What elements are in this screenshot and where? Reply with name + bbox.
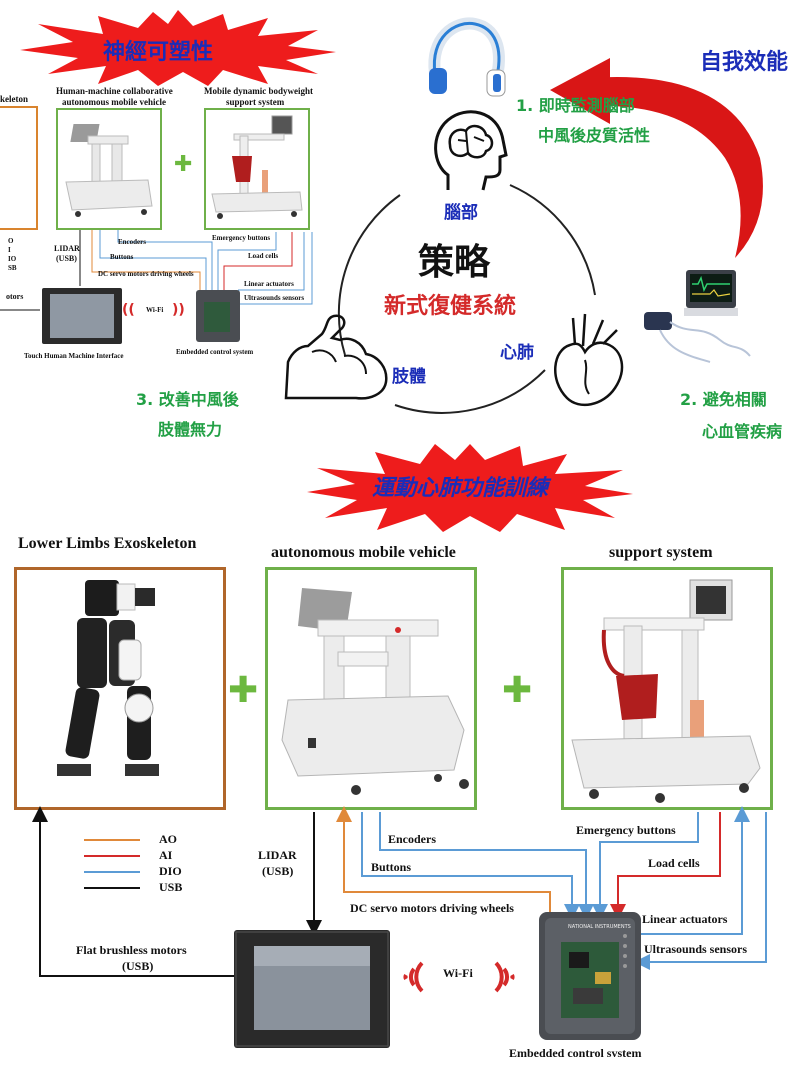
mini-exo-title: keleton	[0, 94, 28, 104]
point1-line1: 1. 即時監測腦部	[516, 96, 635, 115]
mini-exo-box	[0, 106, 38, 230]
exoskeleton-box	[14, 567, 226, 810]
mini-linear-label: Linear actuators	[244, 280, 294, 288]
buttons-label: Buttons	[371, 860, 412, 874]
starburst-neuroplasticity-label: 神經可塑性	[103, 40, 214, 65]
legend-lines	[84, 839, 140, 889]
mini-touch-hmi-label: Touch Human Machine Interface	[24, 352, 124, 360]
mini-legend-io: IO	[8, 255, 17, 263]
mini-embedded-device	[196, 290, 240, 342]
mini-dc-servo-label: DC servo motors driving wheels	[98, 270, 194, 278]
mini-support-title1: Mobile dynamic bodyweight	[204, 86, 314, 96]
brain-head-icon	[434, 110, 508, 191]
mini-vehicle-title2: autonomous mobile vehicle	[62, 97, 167, 107]
point3-line2: 肢體無力	[158, 420, 223, 439]
point2-line1: 2. 避免相關	[680, 390, 767, 409]
plus-icon-1: ✚	[228, 670, 259, 711]
legend-ao: AO	[159, 832, 177, 846]
touch-screen-device	[234, 930, 390, 1048]
wifi-right-icon	[494, 961, 515, 993]
mini-ultrasound-label: Ultrasounds sensors	[244, 294, 305, 302]
wifi-left-icon	[403, 961, 424, 993]
legend-usb: USB	[159, 880, 183, 894]
encoders-label: Encoders	[388, 832, 436, 846]
load-cells-label: Load cells	[648, 856, 700, 870]
mini-vehicle-box	[56, 108, 162, 230]
point2-line2: 心血管疾病	[702, 422, 783, 441]
plus-icon-2: ✚	[502, 670, 533, 711]
support-title: support system	[609, 544, 713, 561]
lidar-usb-label: (USB)	[262, 864, 294, 878]
embedded-control-device	[539, 912, 641, 1040]
mini-plus-icon: ✚	[174, 152, 193, 177]
flat-motors-label: Flat brushless motors	[76, 943, 187, 957]
embedded-control-label: Embedded control svstem	[509, 1046, 642, 1060]
ni-brand-label: NATIONAL INSTRUMENTS	[568, 924, 631, 930]
mini-motors-label: otors	[6, 292, 24, 301]
mini-emergency-label: Emergency buttons	[212, 234, 271, 242]
lidar-label: LIDAR	[258, 848, 297, 862]
mini-support-title2: support system	[226, 97, 285, 107]
ultrasounds-label: Ultrasounds sensors	[644, 942, 748, 956]
legend-dio: DIO	[159, 864, 182, 878]
mini-wifi-left-icon: ((	[122, 302, 135, 318]
starburst-training-label: 運動心肺功能訓練	[372, 476, 549, 501]
limb-label: 肢體	[392, 367, 426, 387]
mini-wifi-label: Wi-Fi	[146, 306, 164, 314]
dc-servo-label: DC servo motors driving wheels	[350, 901, 514, 915]
starburst-training	[307, 444, 633, 532]
point1-line2: 中風後皮質活性	[538, 126, 651, 145]
flat-motors-usb-label: (USB)	[122, 959, 154, 973]
heart-label: 心肺	[500, 343, 534, 363]
support-system-box	[561, 567, 773, 810]
bottom-wiring	[32, 806, 767, 977]
mini-legend-o: O	[8, 237, 14, 245]
heart-icon	[554, 313, 624, 407]
emergency-label: Emergency buttons	[576, 823, 676, 837]
red-curved-arrow	[550, 58, 763, 258]
exo-title: Lower Limbs Exoskeleton	[18, 535, 197, 552]
point3-line1: 3. 改善中風後	[136, 390, 239, 409]
mini-wiring	[0, 230, 313, 311]
mini-lidar-label: LIDAR	[54, 244, 80, 253]
patient-monitor-icon	[644, 270, 751, 363]
linear-actuators-label: Linear actuators	[642, 912, 728, 926]
mini-buttons-label: Buttons	[110, 253, 134, 261]
strategy-subtitle: 新式復健系統	[384, 294, 517, 319]
mini-legend-sb: SB	[8, 264, 17, 272]
legend-ai: AI	[159, 848, 173, 862]
brain-label: 腦部	[444, 203, 478, 223]
mini-lidar-usb: (USB)	[56, 254, 77, 263]
wifi-label: Wi-Fi	[443, 966, 473, 980]
mini-support-box	[204, 108, 310, 230]
vehicle-title: autonomous mobile vehicle	[271, 544, 456, 561]
eeg-headset-icon	[428, 17, 506, 97]
mini-loadcells-label: Load cells	[248, 252, 279, 260]
mini-embedded-label: Embedded control system	[176, 348, 254, 356]
mini-wifi-right-icon: ))	[172, 302, 185, 318]
mini-encoders-label: Encoders	[118, 238, 146, 246]
mini-legend-i: I	[8, 246, 11, 254]
mini-vehicle-title1: Human-machine collaborative	[56, 86, 173, 96]
strategy-title: 策略	[418, 242, 491, 283]
vehicle-box	[265, 567, 477, 810]
self-efficacy-label: 自我效能	[700, 50, 789, 75]
starburst-neuroplasticity	[20, 10, 336, 86]
muscle-arm-icon	[284, 314, 388, 400]
strategy-circle	[337, 184, 596, 414]
mini-touch-screen	[42, 288, 122, 344]
